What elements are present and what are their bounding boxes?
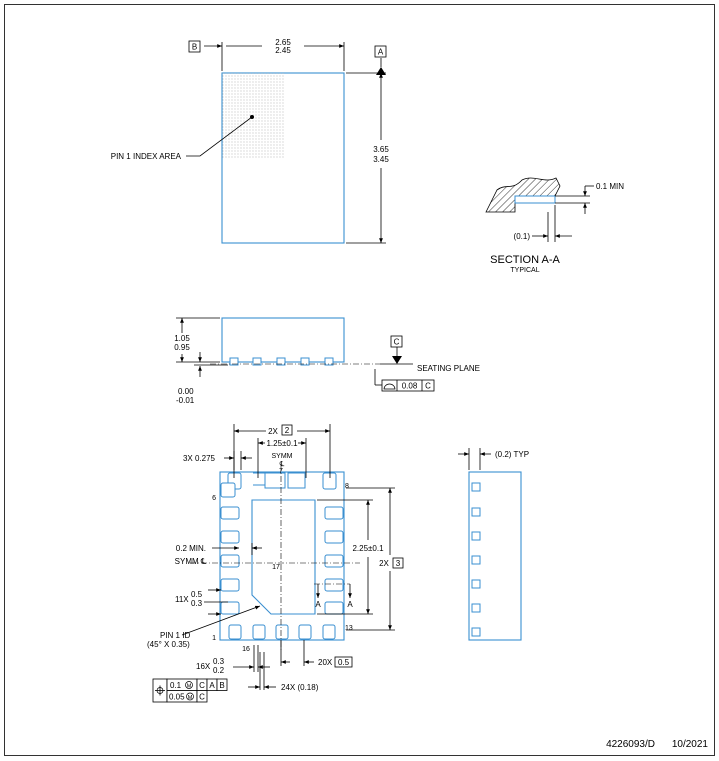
fcf1-d1: C xyxy=(199,681,205,690)
side-leads xyxy=(229,357,334,366)
dim-225: 2.25±0.1 xyxy=(352,544,384,553)
svg-text:M: M xyxy=(187,684,192,690)
datum-a-box xyxy=(374,45,387,58)
svg-text:M: M xyxy=(188,695,193,701)
section-ref-label: (0.1) xyxy=(514,232,531,241)
top-height-max: 3.65 xyxy=(373,145,389,154)
len-prefix: 16X xyxy=(196,662,211,671)
section-a-a: 0.1 MIN (0.1) SECTION A-A TYPICAL xyxy=(485,177,624,274)
section-min-label: 0.1 MIN xyxy=(596,182,624,191)
twentyx-prefix: 20X xyxy=(318,658,333,667)
datum-c-label: C xyxy=(394,338,400,347)
section-mark-a1: A xyxy=(315,600,321,609)
twox-prefix: 2X xyxy=(268,427,278,436)
doc-number: 4226093/D xyxy=(606,739,655,750)
sheet-border xyxy=(4,4,715,756)
width24-label: 24X (0.18) xyxy=(281,683,319,692)
standoff-max: 0.00 xyxy=(178,387,194,396)
thermal-pad xyxy=(251,499,316,615)
flatness-value: 0.08 xyxy=(402,382,418,391)
flatness-datum: C xyxy=(425,382,431,391)
seating-plane-label: SEATING PLANE xyxy=(417,364,480,373)
pin-6: 6 xyxy=(212,495,216,502)
doc-date: 10/2021 xyxy=(672,739,709,750)
pin1-index-label: PIN 1 INDEX AREA xyxy=(111,152,182,161)
pin-1: 1 xyxy=(212,635,216,642)
datum-c-triangle xyxy=(392,356,402,364)
right-side-leads xyxy=(471,482,481,637)
datum-a-label: A xyxy=(378,48,384,57)
section-title: SECTION A-A xyxy=(490,254,560,266)
side-height-min: 0.95 xyxy=(174,343,190,352)
datum-b-label: B xyxy=(192,43,197,52)
position-tolerance-frame: 0.1 M C A B 0.05 M C xyxy=(152,678,228,703)
symm-left-label: SYMM ℄ xyxy=(175,557,207,566)
fcf1-d3: B xyxy=(219,681,224,690)
pin1-id-label: PIN 1 ID xyxy=(160,631,190,640)
side-height-max: 1.05 xyxy=(174,334,190,343)
bottom-pads-bottom xyxy=(228,624,336,640)
twox3-prefix: 2X xyxy=(379,559,389,568)
threex-label: 3X 0.275 xyxy=(183,454,216,463)
package-body-right xyxy=(468,471,522,641)
pad-span-label: 1.25±0.1 xyxy=(266,439,298,448)
bottom-view: 2X 2 1.25±0.1 SYMM ℄ 3X 0.275 6 7 8 13 1… xyxy=(147,424,404,703)
section-subtitle: TYPICAL xyxy=(510,267,539,274)
datum-a-triangle xyxy=(376,67,386,75)
flatness-frame xyxy=(381,379,435,392)
bottom-pads-right xyxy=(324,506,344,615)
twox-box-label: 2 xyxy=(285,426,290,435)
symm-label: SYMM xyxy=(272,453,293,460)
pin-13: 13 xyxy=(345,625,353,632)
pin-8: 8 xyxy=(345,483,349,490)
twox3-box-label: 3 xyxy=(396,559,401,568)
centerline-glyph: ℄ xyxy=(279,461,285,468)
twentyx-box-label: 0.5 xyxy=(338,658,350,667)
section-mark-a2: A xyxy=(347,600,353,609)
datum-b-box xyxy=(188,40,201,53)
standoff-min: -0.01 xyxy=(176,396,195,405)
side-view: C SEATING PLANE 1.05 0.95 0.00 -0.01 0.0… xyxy=(174,317,480,405)
mmc-icon xyxy=(185,681,193,689)
top-view: 2.65 2.45 B 3.65 3.45 A PIN 1 INDEX AREA xyxy=(111,38,389,244)
pitch-min: 0.3 xyxy=(191,599,203,608)
top-width-min: 2.45 xyxy=(275,46,291,55)
pin-17: 17 xyxy=(272,564,280,571)
fcf2-value: 0.05 xyxy=(169,693,185,702)
len-max: 0.3 xyxy=(213,657,225,666)
fcf2-d1: C xyxy=(199,693,205,702)
pitch-prefix: 11X xyxy=(175,595,189,604)
min-label: 0.2 MIN. xyxy=(176,544,206,553)
package-body-bottom xyxy=(219,471,345,641)
profile-surface-icon xyxy=(383,383,396,390)
fcf1-value: 0.1 xyxy=(170,681,182,690)
mmc-icon xyxy=(186,692,194,701)
top-width-max: 2.65 xyxy=(275,38,291,47)
pin-7: 7 xyxy=(279,468,283,475)
bottom-pads-left xyxy=(220,482,240,615)
bottom-pads-top xyxy=(227,472,337,490)
typ-label: (0.2) TYP xyxy=(495,450,529,459)
pin1-chamfer-label: (45° X 0.35) xyxy=(147,640,190,649)
package-body-side xyxy=(221,317,345,363)
pitch-max: 0.5 xyxy=(191,590,203,599)
len-min: 0.2 xyxy=(213,666,225,675)
top-height-min: 3.45 xyxy=(373,155,389,164)
fcf1-d2: A xyxy=(209,681,215,690)
datum-c-box xyxy=(390,335,403,348)
pin-16: 16 xyxy=(242,646,250,653)
right-side-view: (0.2) TYP xyxy=(458,448,529,641)
